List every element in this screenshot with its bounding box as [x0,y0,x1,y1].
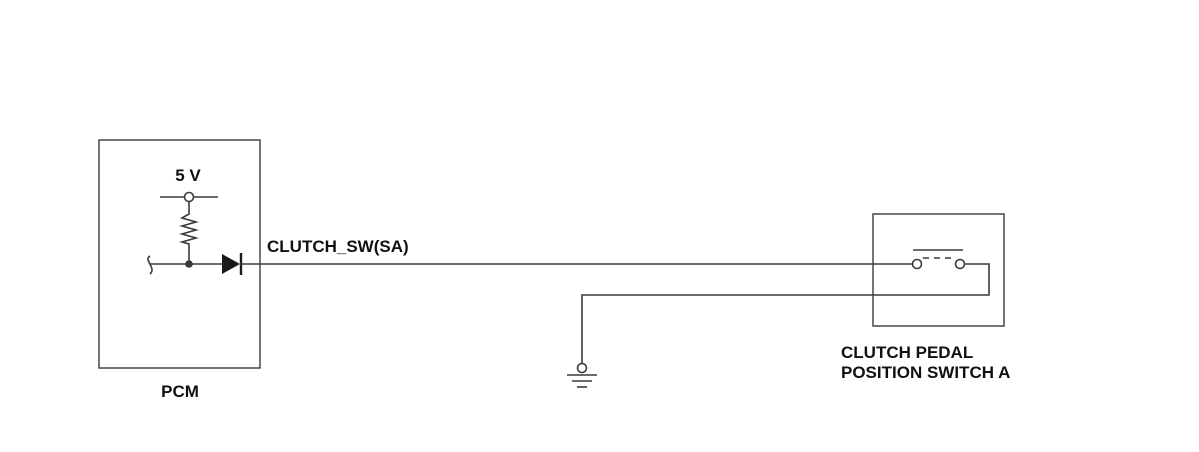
pullup-resistor-icon [179,201,199,264]
clutch-switch-module [581,213,1005,364]
switch-box [872,213,1005,327]
pcm-module [98,139,261,369]
supply-terminal [183,191,195,203]
ground-icon [567,362,597,388]
supply-voltage-label: 5 V [175,166,201,185]
pcm-box [98,139,261,369]
switch-return-line [581,263,990,364]
switch-label-line2: POSITION SWITCH A [841,363,1010,382]
wire-label: CLUTCH_SW(SA) [267,237,409,256]
switch-contact-right [954,258,966,270]
junction-dot [185,260,193,268]
switch-label-line1: CLUTCH PEDAL [841,343,973,362]
pcm-label: PCM [161,382,199,401]
line-break-icon [147,255,153,275]
diode-icon [222,253,243,275]
switch-contact-left [911,258,923,270]
